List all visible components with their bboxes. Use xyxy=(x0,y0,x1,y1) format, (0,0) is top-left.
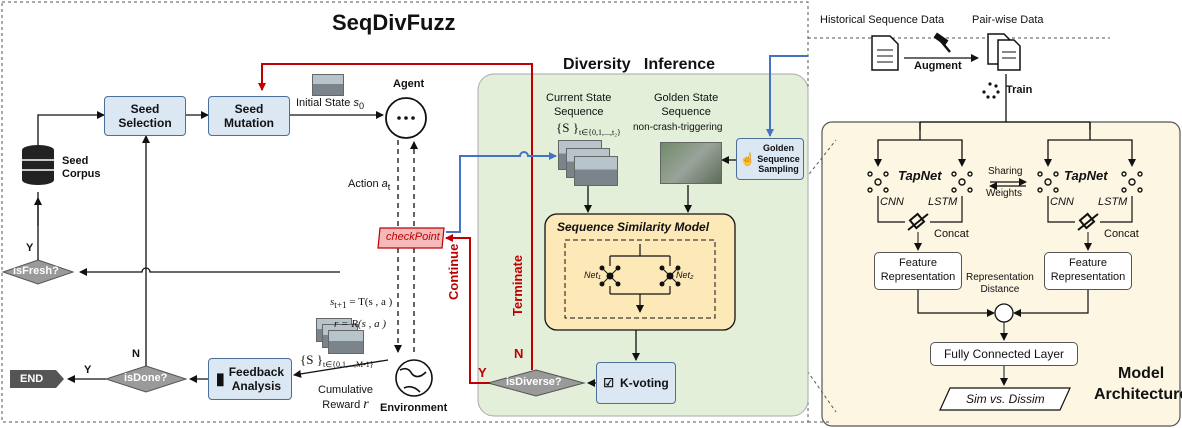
agent-icon xyxy=(385,97,427,139)
pairwise-document-icon xyxy=(987,33,1021,71)
y-done-label: Y xyxy=(84,364,92,376)
is-diverse-diamond xyxy=(486,369,586,397)
is-fresh-label: isFresh? xyxy=(13,265,59,277)
initial-state-thumb xyxy=(312,74,344,96)
database-icon xyxy=(22,145,54,185)
n-done-label: N xyxy=(132,348,140,360)
concat-right-label: Concat xyxy=(1104,228,1139,240)
lstm-left-label: LSTM xyxy=(928,196,958,208)
seed-mutation-label: Seed Mutation xyxy=(224,101,274,130)
sim-dissim-shape xyxy=(939,387,1071,411)
tapnet-icon-left-b xyxy=(951,171,973,193)
reward-eq: r = R(s , a ) xyxy=(334,318,387,330)
pairwise-label: Pair-wise Data xyxy=(972,14,1044,26)
n-diverse-label: N xyxy=(514,346,524,361)
seed-mutation-box[interactable]: Seed Mutation xyxy=(208,96,290,136)
hammer-icon xyxy=(933,32,951,53)
checkpoint-label[interactable]: checkPoint xyxy=(386,231,440,243)
k-voting-box[interactable]: ☑ K-voting xyxy=(596,362,676,404)
seed-selection-label: Seed Selection xyxy=(118,101,172,130)
action-label: Action at xyxy=(348,178,391,193)
k-voting-label: K-voting xyxy=(620,376,669,390)
globe-icon xyxy=(395,359,433,397)
sequence-set-label: {S }t∈{0,1,...,M-1} xyxy=(300,352,374,370)
golden-state-label: Golden State Sequence xyxy=(654,92,719,118)
sim-dissim-label: Sim vs. Dissim xyxy=(966,392,1045,406)
net1-label: Net₁ xyxy=(584,270,601,280)
initial-state-label: Initial State s0 xyxy=(296,97,365,112)
golden-sampling-label: Golden Sequence Sampling xyxy=(757,143,800,175)
transition-eq: st+1 = T(s , a ) xyxy=(330,296,393,311)
weights-label: Weights xyxy=(986,188,1022,199)
train-label: Train xyxy=(1006,84,1033,96)
env-sequence-thumb-3 xyxy=(328,330,364,354)
is-done-diamond xyxy=(104,365,188,393)
non-crash-label: non-crash-triggering xyxy=(633,122,723,133)
tapnet-icon-left-a xyxy=(867,171,889,193)
feature-repr-left: Feature Representation xyxy=(874,252,962,290)
seed-selection-box[interactable]: Seed Selection xyxy=(104,96,186,136)
tapnet-left-label: TapNet xyxy=(898,168,942,183)
augment-label: Augment xyxy=(914,60,962,72)
current-seq-thumb-3 xyxy=(574,156,618,186)
model-architecture-label: Model Architecture xyxy=(1094,365,1182,403)
loading-icon xyxy=(982,82,1000,99)
golden-sampling-box[interactable]: ☝ Golden Sequence Sampling xyxy=(736,138,804,180)
end-label: END xyxy=(20,373,44,385)
environment-label: Environment xyxy=(380,402,448,414)
is-diverse-label: isDiverse? xyxy=(506,376,562,388)
page-title: SeqDivFuzz xyxy=(332,10,456,35)
fc-layer-box: Fully Connected Layer xyxy=(930,342,1078,366)
seed-corpus-label: Seed Corpus xyxy=(62,155,101,181)
concat-plug-icon-right xyxy=(1077,212,1099,231)
concat-plug-icon-left xyxy=(907,212,929,231)
diversity-inference-title: Diversity Inference xyxy=(563,56,716,73)
hand-pointer-icon: ☝ xyxy=(740,152,756,166)
feature-repr-right: Feature Representation xyxy=(1044,252,1132,290)
current-state-label: Current State Sequence xyxy=(546,92,612,118)
checkpoint-shape xyxy=(377,227,445,249)
net2-label: Net₂ xyxy=(676,270,694,280)
cumulative-reward-label: Cumulative Reward r xyxy=(318,384,374,413)
net1-icon xyxy=(599,265,621,287)
tapnet-right-label: TapNet xyxy=(1064,168,1108,183)
tapnet-icon-right-a xyxy=(1037,171,1059,193)
checklist-icon: ☑ xyxy=(603,376,615,390)
y-diverse-label: Y xyxy=(478,365,487,380)
terminate-label: Terminate xyxy=(510,254,525,316)
ssm-title: Sequence Similarity Model xyxy=(557,220,710,234)
cnn-right-label: CNN xyxy=(1050,196,1074,208)
historical-document-icon xyxy=(871,35,899,71)
lstm-right-label: LSTM xyxy=(1098,196,1128,208)
ssm-box xyxy=(544,213,736,331)
agent-label: Agent xyxy=(393,78,425,90)
is-done-label: isDone? xyxy=(124,372,168,384)
cnn-left-label: CNN xyxy=(880,196,904,208)
historical-label: Historical Sequence Data xyxy=(820,14,945,26)
net2-icon xyxy=(659,265,681,287)
repr-distance-label: Representation Distance xyxy=(966,272,1034,295)
sharing-label: Sharing xyxy=(988,166,1023,177)
feedback-analysis-box[interactable]: ▮ Feedback Analysis xyxy=(208,358,292,400)
tapnet-icon-right-b xyxy=(1121,171,1143,193)
feedback-analysis-label: Feedback Analysis xyxy=(228,364,285,393)
golden-seq-thumb xyxy=(660,142,722,184)
current-set-label: {S }t∈{0,1,...,t₂} xyxy=(556,120,621,138)
bar-chart-icon: ▮ xyxy=(215,371,225,388)
is-fresh-diamond xyxy=(1,259,75,285)
continue-label: Continue xyxy=(446,243,461,300)
end-shape xyxy=(10,370,64,388)
y-fresh-label: Y xyxy=(26,242,34,254)
concat-left-label: Concat xyxy=(934,228,969,240)
distance-node xyxy=(994,303,1014,323)
